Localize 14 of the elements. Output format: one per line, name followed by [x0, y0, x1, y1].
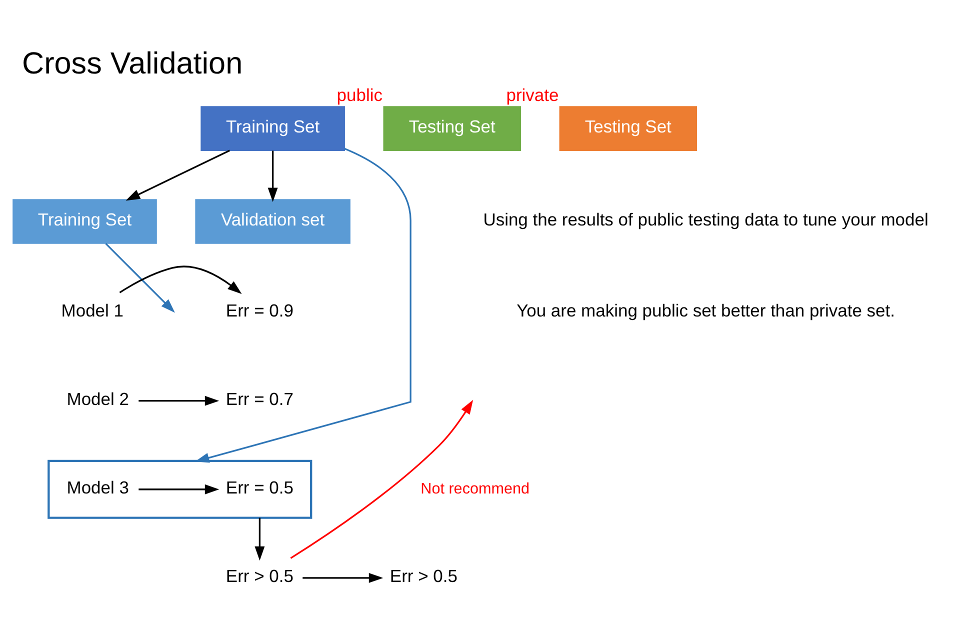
node-text: Err > 0.5 [226, 566, 294, 586]
node-text: Err > 0.5 [390, 566, 458, 586]
node-text: Err = 0.7 [226, 388, 294, 408]
label: You are making public set better than private set. [516, 300, 895, 320]
edge-label: Not recommend [420, 480, 530, 497]
diagram-title: Cross Validation [22, 46, 243, 80]
node-text: Err = 0.5 [226, 477, 294, 498]
node-text: Model 2 [66, 388, 129, 408]
node-label: public [336, 84, 382, 105]
node-label: private [506, 84, 559, 105]
node-text: Model 1 [61, 300, 124, 320]
node-text: Err = 0.9 [226, 300, 294, 320]
node-text: Model 3 [66, 477, 129, 498]
label: Using the results of public testing data to tune your model [483, 209, 928, 230]
